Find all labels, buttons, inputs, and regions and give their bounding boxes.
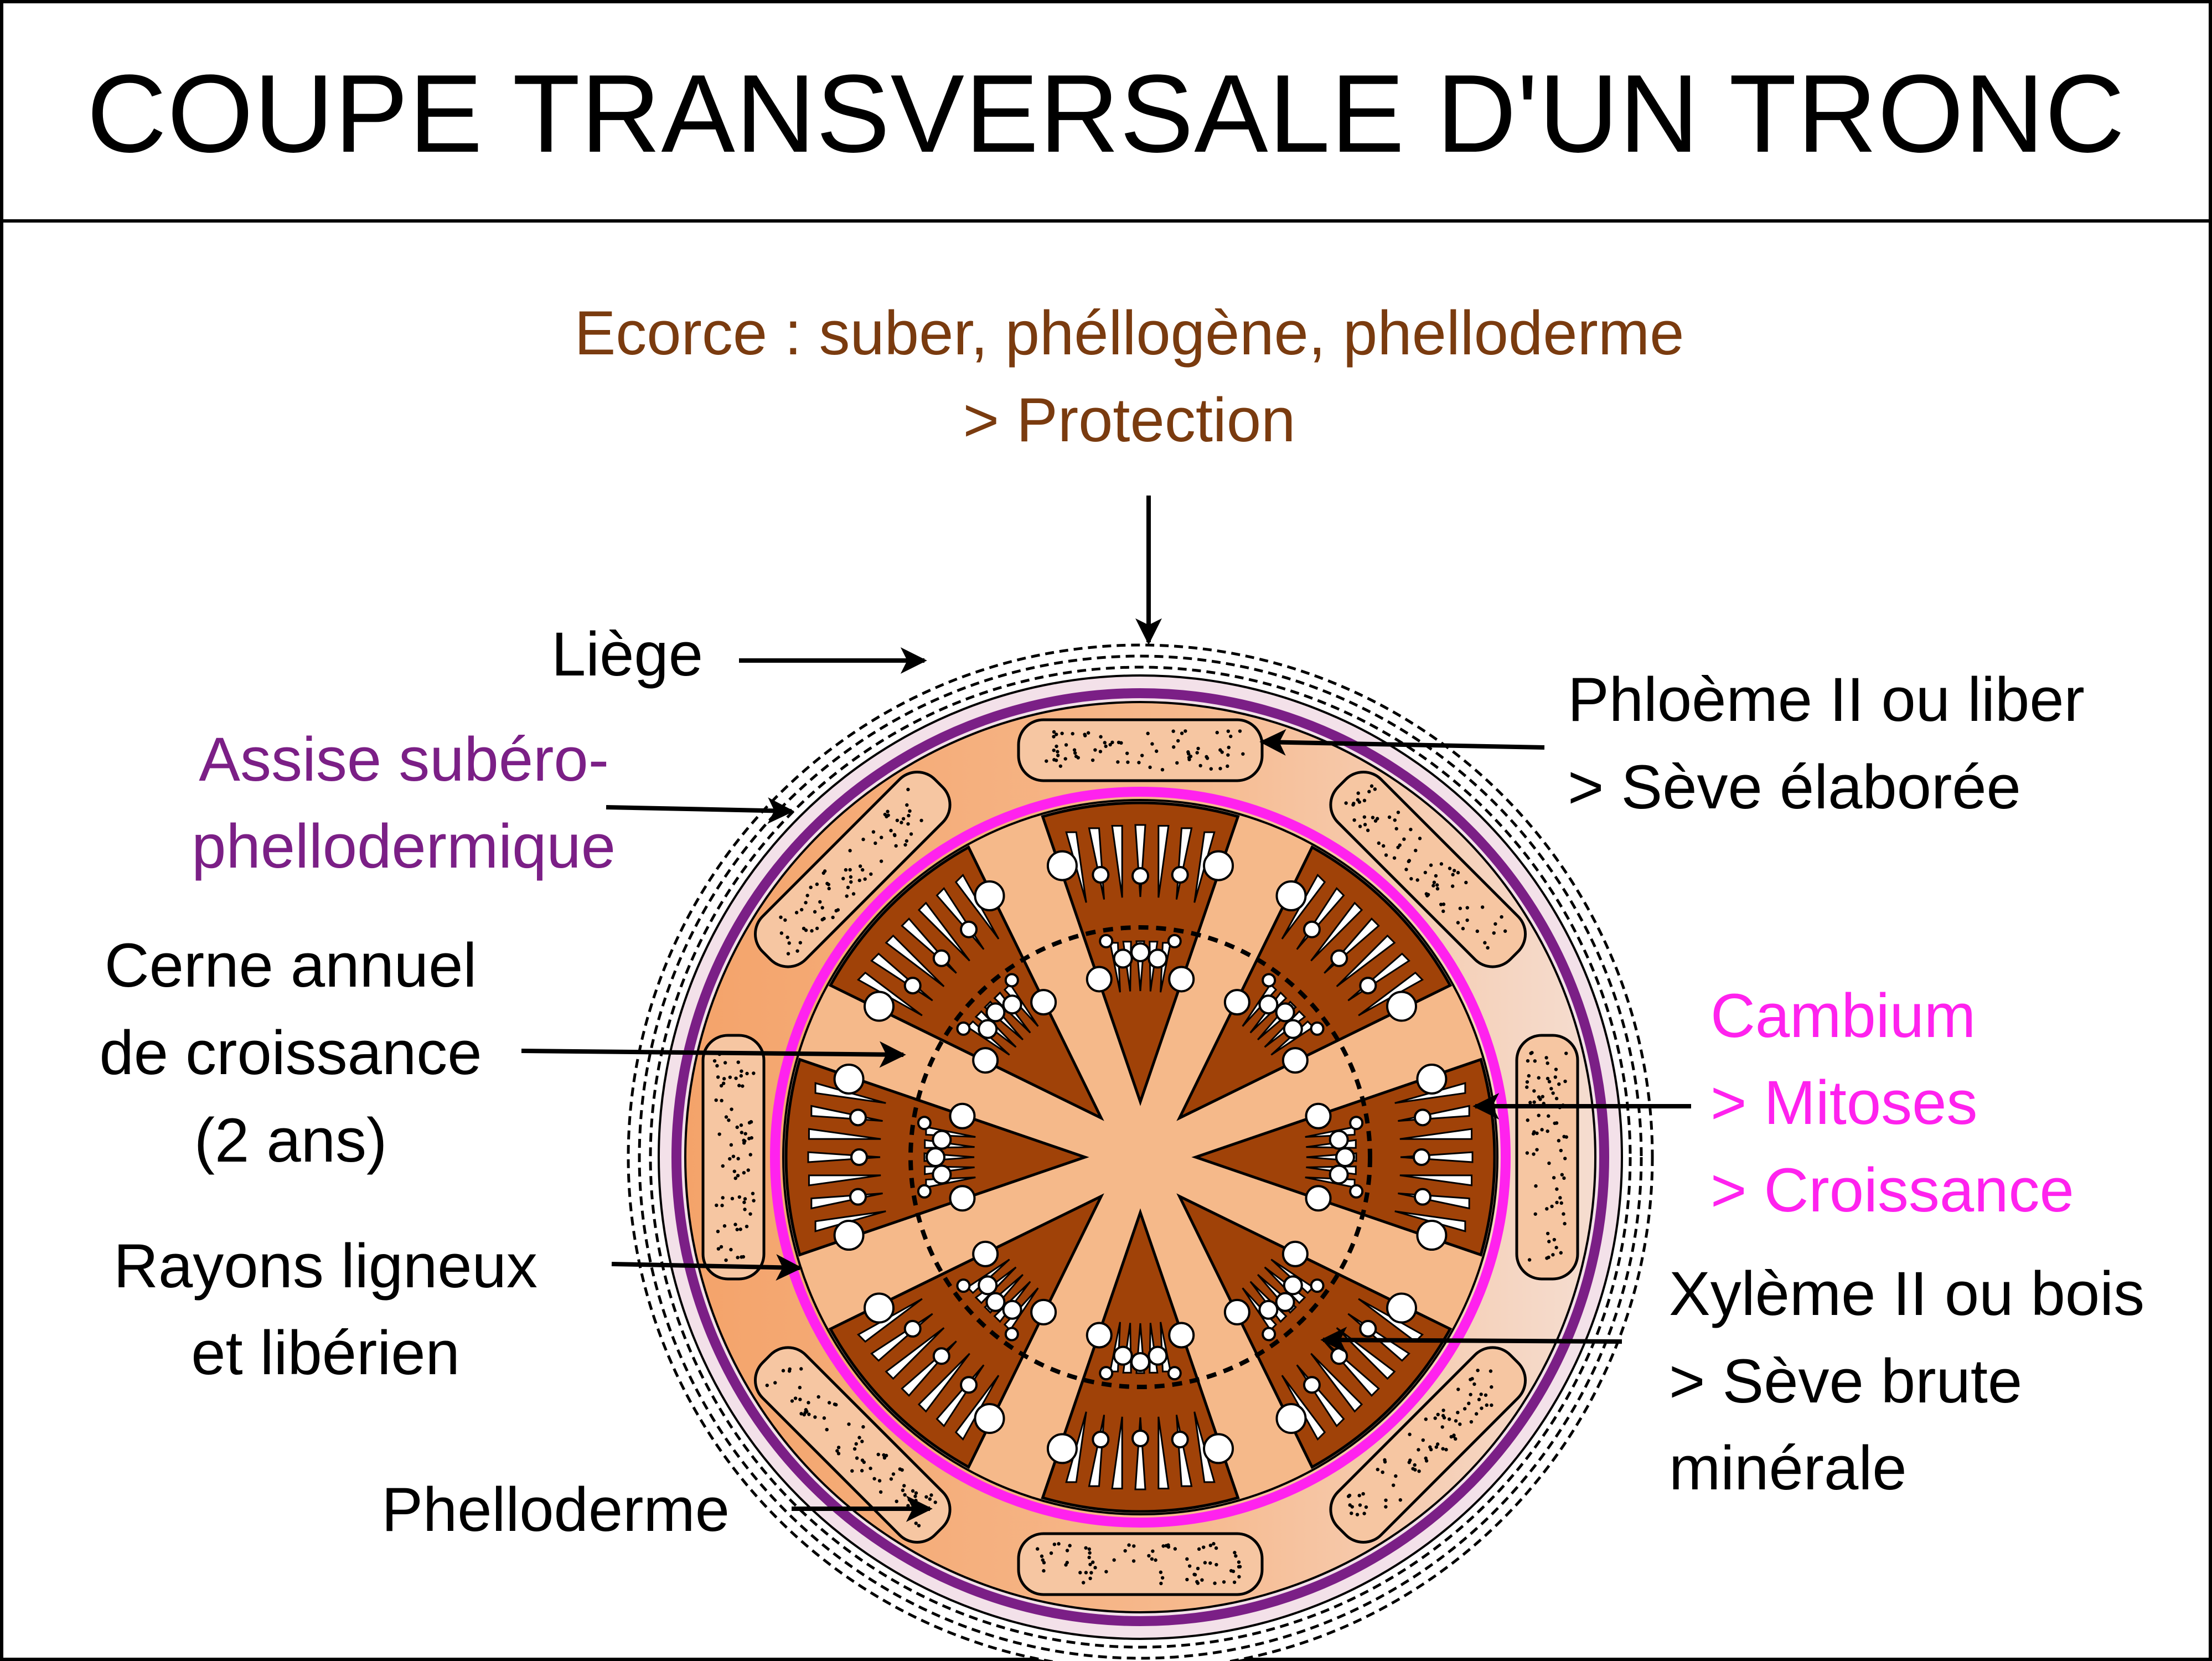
wedge-vessels bbox=[1223, 1240, 1424, 1441]
label-cambium-line1: Cambium bbox=[1710, 981, 1976, 1050]
assise-subero-phellodermique bbox=[671, 688, 1609, 1626]
label-phloeme-line1: Phloème II ou liber bbox=[1568, 665, 2085, 734]
phloeme-bundle bbox=[753, 770, 952, 968]
label-assise-line1: Assise subéro- bbox=[199, 725, 609, 794]
title-bar: COUPE TRANSVERSALE D'UN TRONC bbox=[3, 3, 2209, 223]
liege-ring-mid bbox=[638, 654, 1643, 1660]
wedge-vessels bbox=[856, 1240, 1057, 1441]
xylem-vessels bbox=[807, 824, 1474, 1490]
trunk-section bbox=[627, 643, 1654, 1661]
wedge-vessels bbox=[807, 1063, 976, 1251]
label-ecorce-line2: > Protection bbox=[963, 385, 1296, 455]
cambium-ring bbox=[770, 787, 1511, 1528]
arrow-cerne bbox=[521, 1041, 906, 1068]
xylem-wedge bbox=[828, 845, 1104, 1121]
xylem-wedge bbox=[828, 1193, 1104, 1469]
label-cambium-line2: > Mitoses bbox=[1710, 1068, 1977, 1137]
label-cerne-line3: (2 ans) bbox=[194, 1106, 387, 1175]
phloeme-bundle bbox=[1515, 1034, 1579, 1281]
label-xyleme-line3: minérale bbox=[1669, 1433, 1907, 1503]
label-assise-line2: phellodermique bbox=[192, 812, 616, 881]
liege-ring-inner bbox=[649, 666, 1632, 1649]
label-xyleme-line1: Xylème II ou bois bbox=[1669, 1259, 2144, 1328]
wedge-vessels bbox=[1305, 1063, 1474, 1251]
arrow-phloeme bbox=[1259, 729, 1545, 756]
label-cerne-line1: Cerne annuel bbox=[105, 931, 477, 1000]
cerne-annuel-line bbox=[908, 925, 1372, 1389]
phloeme-bundle bbox=[701, 1034, 766, 1281]
phloeme-bundles bbox=[701, 718, 1579, 1596]
phloeme-bundle bbox=[1017, 1532, 1264, 1596]
label-ecorce-line1: Ecorce : suber, phéllogène, phelloderme bbox=[575, 298, 1684, 368]
arrow-xyleme bbox=[1320, 1327, 1622, 1354]
xylem-wedge bbox=[1176, 1193, 1453, 1469]
label-rayons-line2: et libérien bbox=[191, 1318, 460, 1387]
wedge-vessels bbox=[1046, 1322, 1234, 1490]
wedge-vessels bbox=[1046, 824, 1234, 993]
labels: Ecorce : suber, phéllogène, phelloderme … bbox=[99, 298, 2144, 1544]
phloeme-bundle bbox=[1329, 770, 1527, 968]
label-cambium-line3: > Croissance bbox=[1710, 1156, 2074, 1225]
wedge-vessels bbox=[856, 873, 1057, 1074]
xylem-wedge bbox=[1176, 845, 1453, 1121]
wedge-vessels bbox=[1223, 873, 1424, 1074]
arrow-assise bbox=[606, 797, 794, 824]
label-xyleme-line2: > Sève brute bbox=[1669, 1347, 2022, 1416]
page-title: COUPE TRANSVERSALE D'UN TRONC bbox=[86, 52, 2126, 176]
phloeme-bundle bbox=[1329, 1346, 1527, 1544]
label-liege: Liège bbox=[551, 620, 703, 689]
label-cerne-line2: de croissance bbox=[99, 1018, 482, 1087]
label-phloeme-line2: > Sève élaborée bbox=[1568, 752, 2021, 822]
label-rayons-line1: Rayons ligneux bbox=[113, 1231, 538, 1301]
arrows bbox=[521, 496, 1691, 1522]
label-phelloderme: Phelloderme bbox=[381, 1475, 730, 1544]
phloeme-bundle bbox=[1017, 718, 1264, 782]
arrow-rayons bbox=[611, 1254, 803, 1281]
